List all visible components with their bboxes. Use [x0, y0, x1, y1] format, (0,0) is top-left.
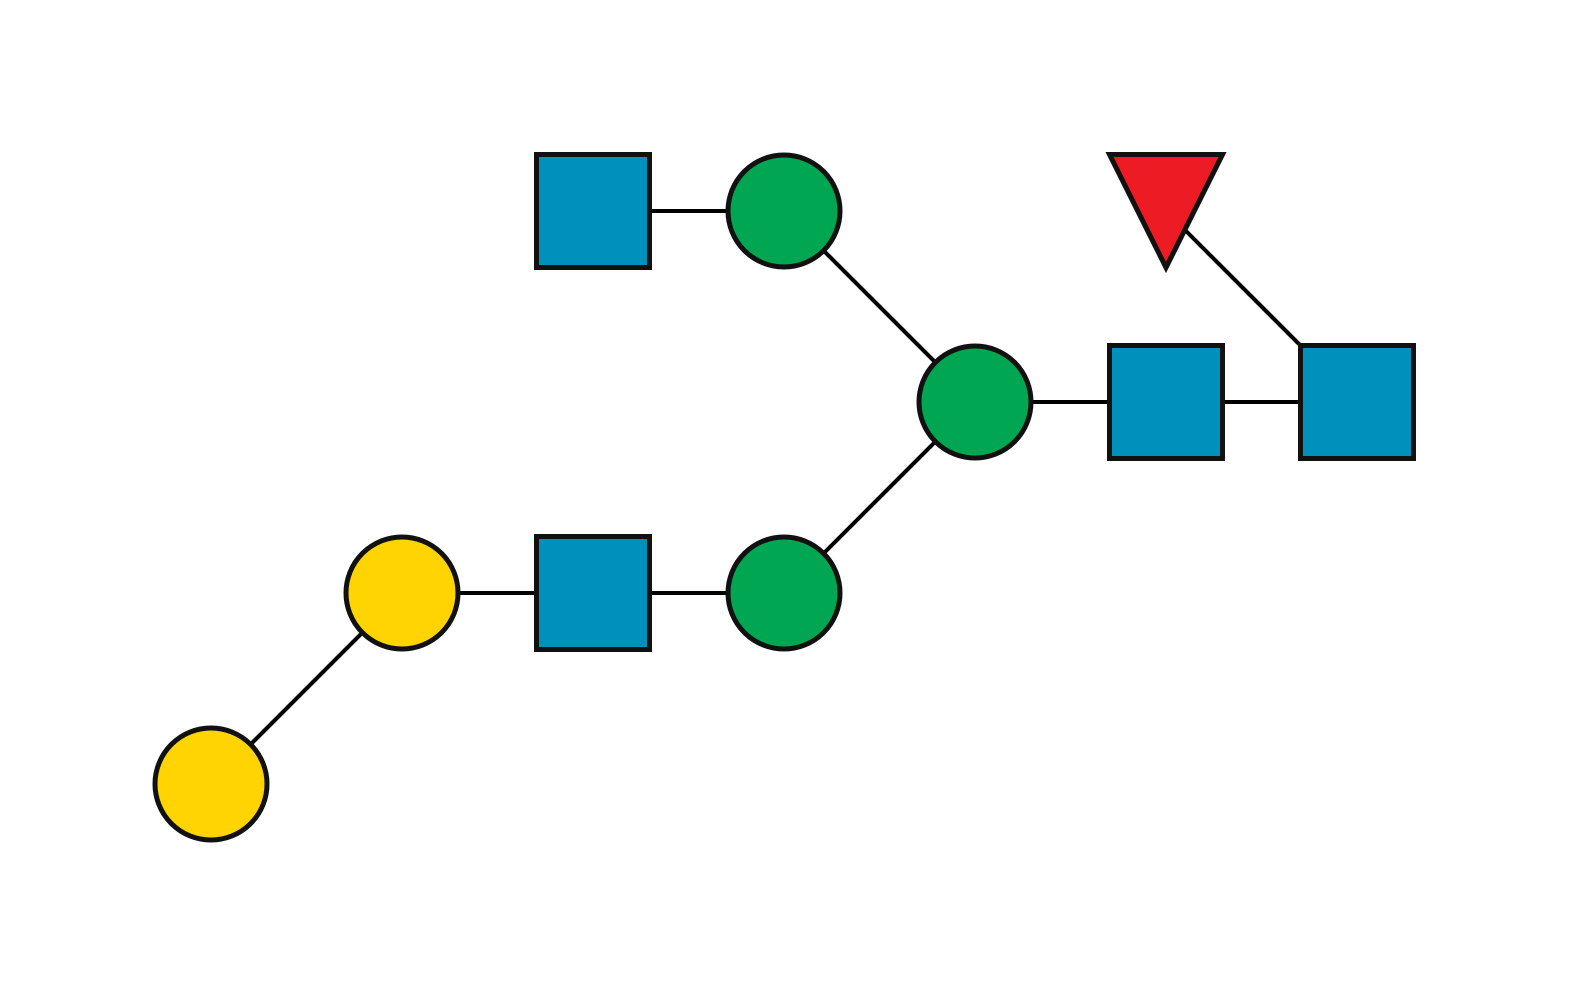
- monosaccharide-residues: [152, 152, 1416, 843]
- linkage-bonds: [209, 209, 1359, 786]
- blue-square-residue-r8: [534, 534, 652, 652]
- yellow-circle-residue-r9: [343, 534, 461, 652]
- green-circle-residue-r7: [725, 534, 843, 652]
- green-circle-residue-r4: [916, 343, 1034, 461]
- blue-square-residue-r6: [534, 152, 652, 270]
- red-triangle-residue-r3: [1105, 152, 1227, 274]
- blue-square-residue-r2: [1107, 343, 1225, 461]
- blue-square-residue-r1: [1298, 343, 1416, 461]
- green-circle-residue-r5: [725, 152, 843, 270]
- yellow-circle-residue-r10: [152, 725, 270, 843]
